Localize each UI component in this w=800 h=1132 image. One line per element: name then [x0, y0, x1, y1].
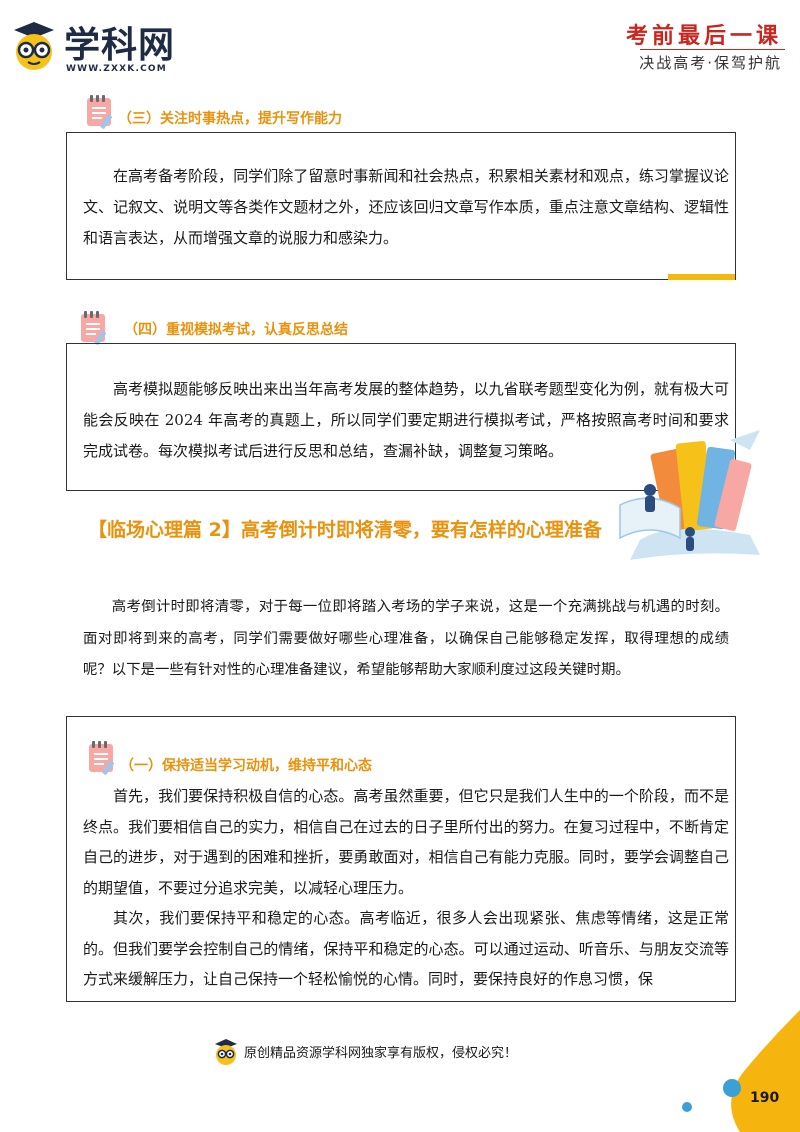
notepad-icon [81, 311, 107, 345]
paragraph: 首先，我们要保持积极自信的心态。高考虽然重要，但它只是我们人生中的一个阶段，而不… [83, 787, 729, 897]
copyright-notice: 原创精品资源学科网独家享有版权，侵权必究！ [244, 1046, 518, 1061]
owl-mascot-icon [215, 1039, 237, 1065]
notepad-icon [87, 95, 113, 129]
accent-bar [668, 274, 735, 280]
site-logo[interactable]: 学科网 WWW.ZXXK.COM [8, 14, 228, 84]
header-divider [640, 49, 785, 50]
content-box [66, 716, 736, 1002]
books-illustration-icon [619, 430, 760, 560]
section-body: 在高考备考阶段，同学们除了留意时事新闻和社会热点，积累相关素材和观点，练习掌握议… [83, 161, 729, 254]
paragraph: 高考倒计时即将清零，对于每一位即将踏入考场的学子来说，这是一个充满挑战与机遇的时… [83, 599, 729, 678]
section-title: （四）重视模拟考试，认真反思总结 [124, 322, 348, 338]
decorative-corner-shape [723, 1010, 800, 1132]
decorative-dot [682, 1102, 692, 1112]
content-box [66, 343, 736, 491]
section-title: （一）保持适当学习动机，维持平和心态 [120, 758, 372, 774]
paragraph: 高考模拟题能够反映出来出当年高考发展的整体趋势，以九省联考题型变化为例，就有极大… [83, 380, 729, 460]
page-number: 190 [750, 1090, 780, 1106]
paragraph: 其次，我们要保持平和稳定的心态。高考临近，很多人会出现紧张、焦虑等情绪，这是正常… [83, 909, 729, 988]
chapter-banner: 【临场心理篇 2】高考倒计时即将清零，要有怎样的心理准备 [88, 519, 602, 541]
header-subslogan: 决战高考·保驾护航 [639, 54, 782, 72]
logo-text: 学科网 [64, 25, 176, 66]
owl-mascot-icon [14, 22, 54, 70]
section-body: 首先，我们要保持积极自信的心态。高考虽然重要，但它只是我们人生中的一个阶段，而不… [83, 781, 729, 995]
section-body: 高考模拟题能够反映出来出当年高考发展的整体趋势，以九省联考题型变化为例，就有极大… [83, 374, 729, 467]
logo-url: WWW.ZXXK.COM [66, 64, 167, 74]
header-slogan: 考前最后一课 [625, 23, 782, 49]
paragraph: 在高考备考阶段，同学们除了留意时事新闻和社会热点，积累相关素材和观点，练习掌握议… [83, 167, 729, 247]
content-box [66, 132, 736, 280]
section-title: （三）关注时事热点，提升写作能力 [118, 111, 342, 127]
notepad-icon [89, 741, 115, 775]
intro-body: 高考倒计时即将清零，对于每一位即将踏入考场的学子来说，这是一个充满挑战与机遇的时… [83, 592, 729, 687]
